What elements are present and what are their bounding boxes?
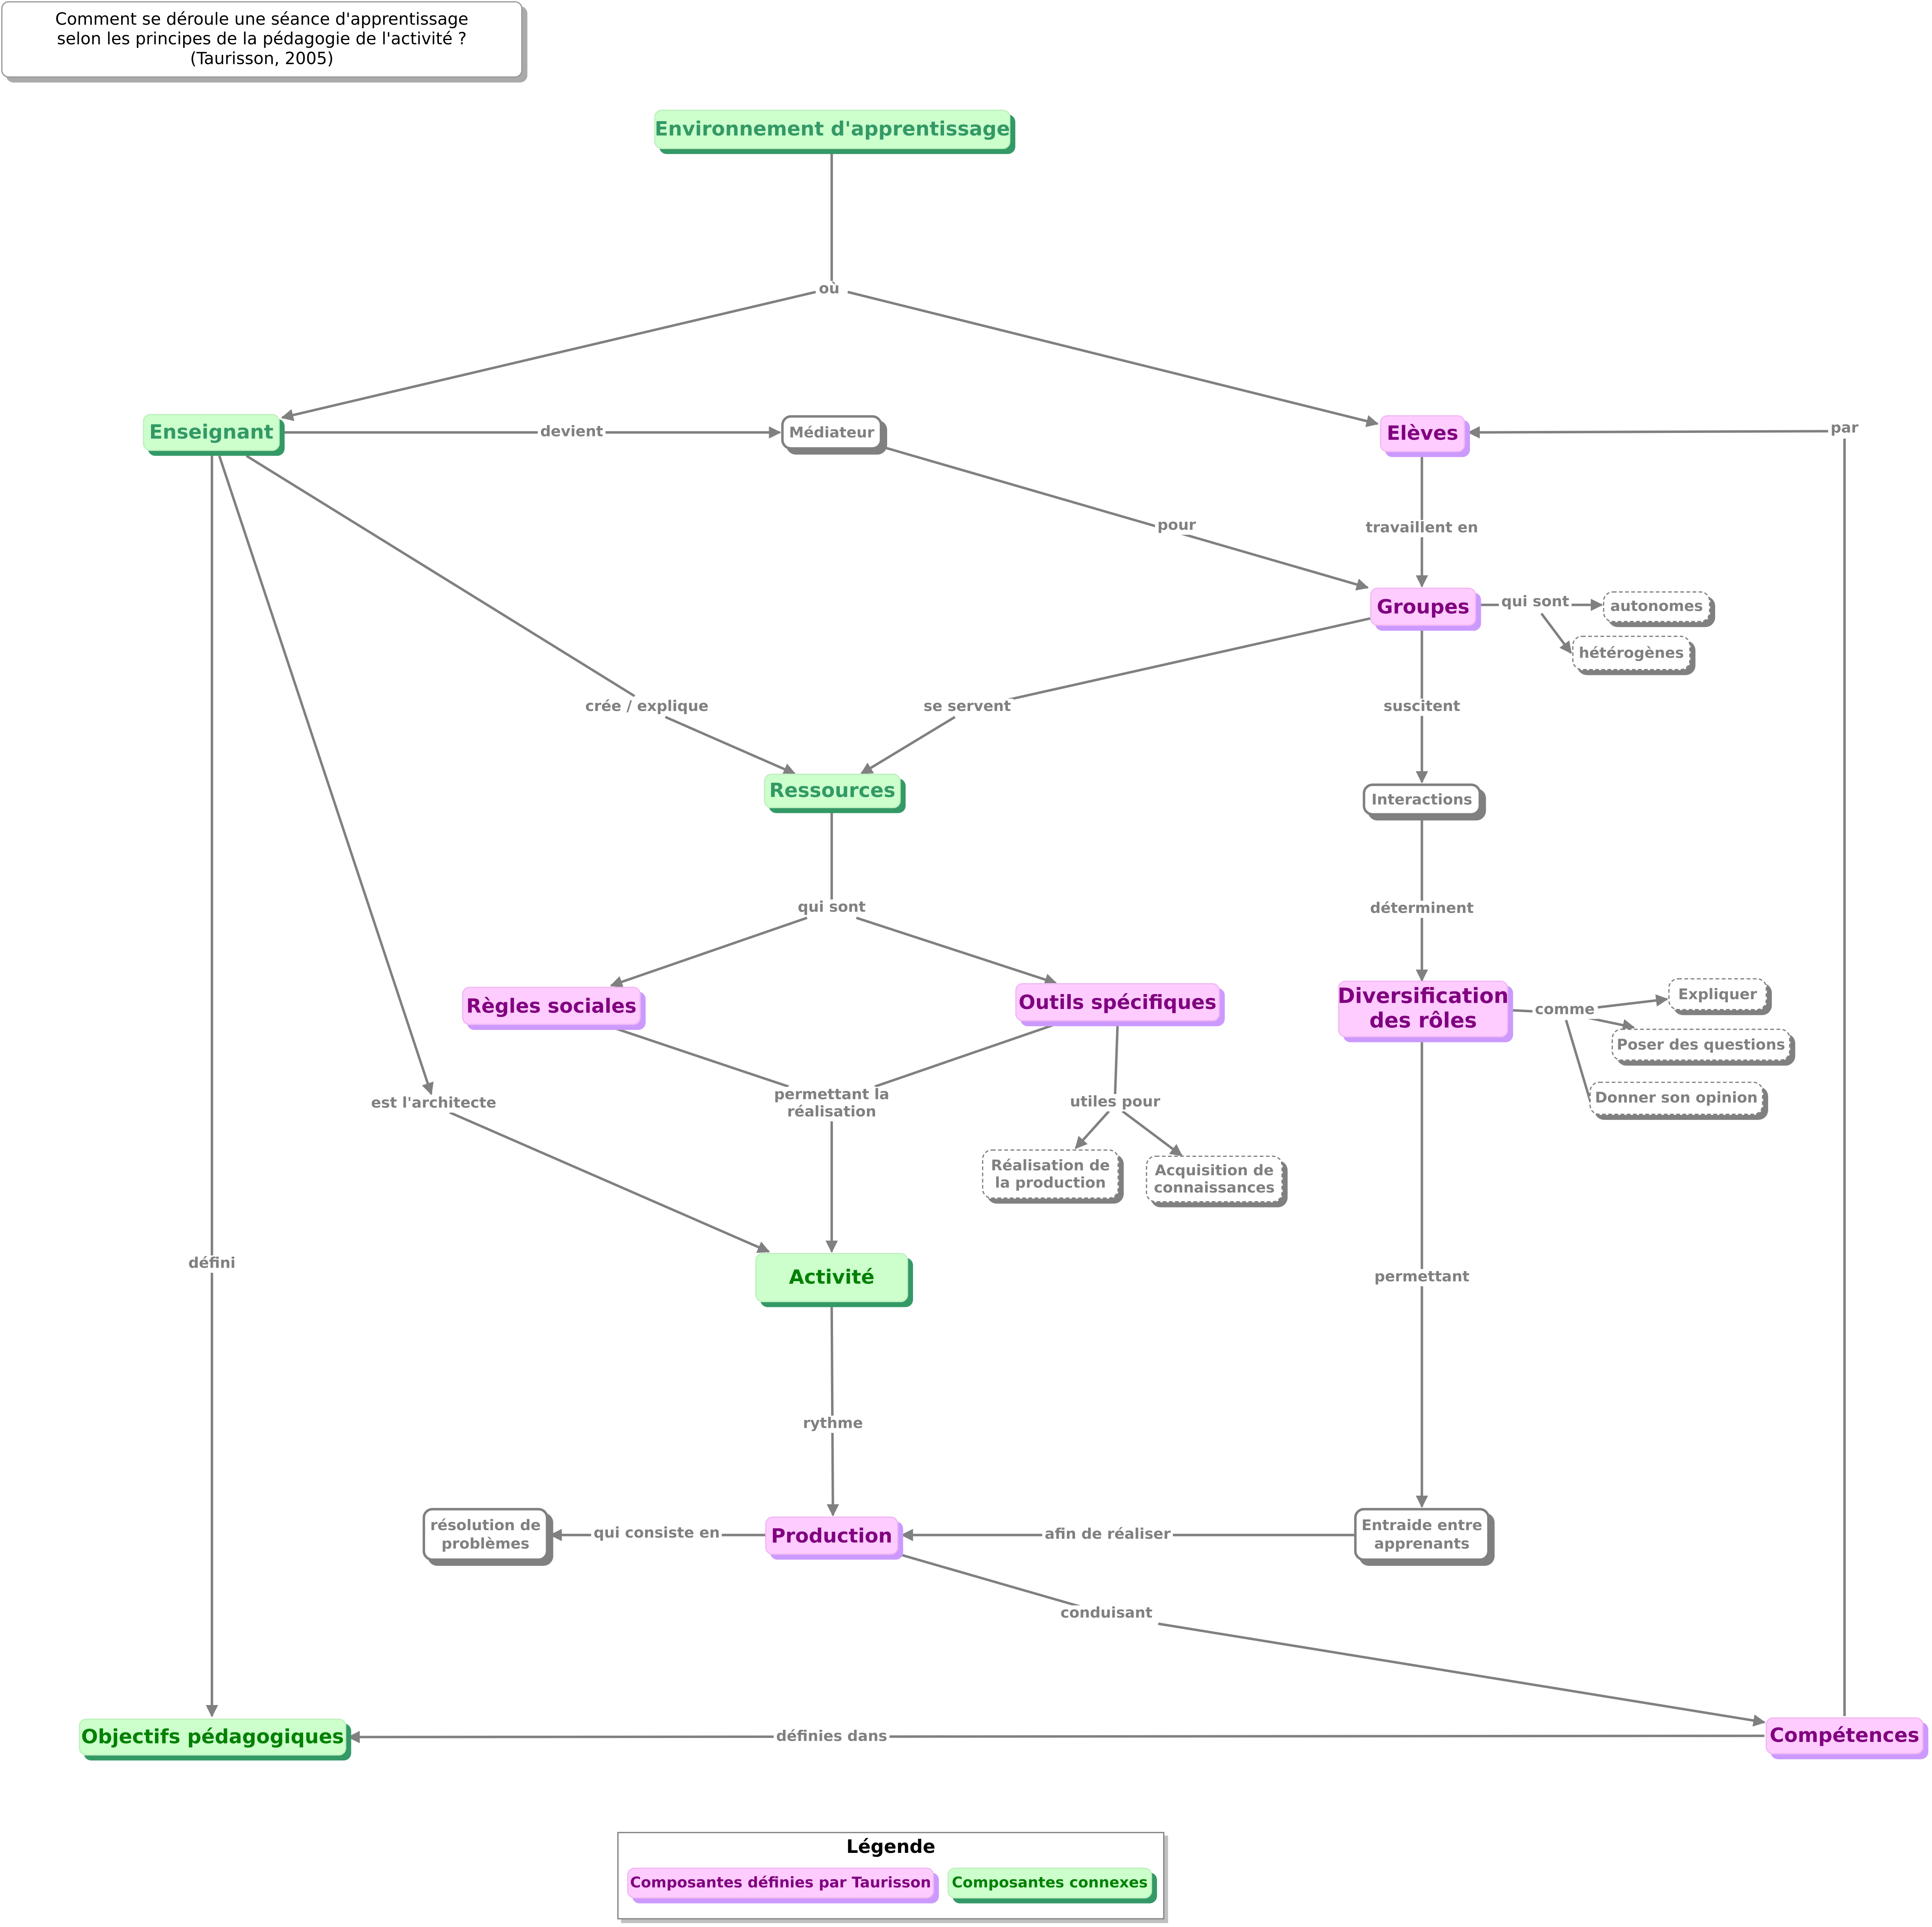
link-conduisant-competences	[1158, 1622, 1766, 1727]
entraide-line-2: apprenants	[1374, 1534, 1470, 1552]
resolution-line-1: résolution de	[430, 1516, 541, 1534]
node-resolution-problemes[interactable]: résolution de problèmes	[422, 1508, 549, 1561]
legend: Légende Composantes définies par Tauriss…	[617, 1832, 1164, 1920]
label-comme: comme	[1532, 1001, 1597, 1019]
node-donner-opinion[interactable]: Donner son opinion	[1589, 1082, 1763, 1115]
label-travaillent: travaillent en	[1363, 519, 1481, 537]
legend-title: Légende	[846, 1835, 935, 1858]
label-determinent: déterminent	[1368, 900, 1476, 918]
link-ou-eleves	[847, 291, 1379, 427]
link-regles-permettant	[615, 1027, 789, 1088]
legend-item-taurisson: Composantes définies par Taurisson	[627, 1867, 934, 1899]
acquisition-line-1: Acquisition de	[1155, 1161, 1274, 1179]
node-enseignant[interactable]: Enseignant	[143, 414, 280, 451]
link-quisont-regles	[610, 916, 808, 988]
label-qui-sont-groupes: qui sont	[1499, 593, 1572, 611]
label-permettant: permettant	[1372, 1268, 1472, 1286]
realisation-line-2: la production	[995, 1174, 1106, 1191]
label-suscitent: suscitent	[1381, 698, 1463, 716]
node-groupes[interactable]: Groupes	[1370, 587, 1476, 626]
resolution-line-2: problèmes	[441, 1534, 529, 1552]
diversification-line-1: Diversification	[1337, 983, 1509, 1009]
title-line-3: (Taurisson, 2005)	[190, 49, 334, 69]
node-interactions[interactable]: Interactions	[1363, 784, 1481, 816]
label-pour: pour	[1155, 516, 1199, 535]
title-line-1: Comment se déroule une séance d'apprenti…	[55, 9, 469, 29]
permettant-real-line-1: permettant la	[774, 1085, 890, 1103]
label-qui-consiste: qui consiste en	[591, 1524, 722, 1542]
diagram-title: Comment se déroule une séance d'apprenti…	[1, 1, 523, 78]
link-groupes-seservent	[1008, 617, 1371, 701]
link-quisont-outils	[856, 916, 1057, 986]
node-outils[interactable]: Outils spécifiques	[1015, 983, 1220, 1022]
link-diversification-comme	[1510, 1009, 1535, 1013]
link-utiles-realisation	[1075, 1110, 1110, 1149]
link-architecte-activite	[449, 1111, 770, 1253]
link-comme-donner	[1565, 1020, 1592, 1103]
node-acquisition-connaissances[interactable]: Acquisition de connaissances	[1146, 1155, 1283, 1203]
node-diversification[interactable]: Diversification des rôles	[1337, 980, 1509, 1038]
link-activite-production	[826, 1307, 839, 1517]
node-objectifs[interactable]: Objectifs pédagogiques	[79, 1718, 346, 1756]
label-devient: devient	[538, 423, 606, 441]
node-mediateur[interactable]: Médiateur	[781, 415, 882, 450]
label-permettant-realisation: permettant la réalisation	[771, 1085, 892, 1121]
label-ou: où	[816, 280, 842, 298]
node-entraide-apprenants[interactable]: Entraide entre apprenants	[1354, 1508, 1490, 1561]
label-afin-de-realiser: afin de réaliser	[1042, 1525, 1173, 1544]
node-environnement[interactable]: Environnement d'apprentissage	[654, 109, 1011, 149]
link-comme-poser	[1586, 1016, 1635, 1031]
label-qui-sont-ressources: qui sont	[795, 898, 868, 917]
label-architecte: est l'architecte	[368, 1094, 499, 1113]
node-activite[interactable]: Activité	[755, 1253, 908, 1302]
link-ou-enseignant	[281, 291, 816, 421]
label-conduisant: conduisant	[1058, 1604, 1155, 1623]
link-comme-expliquer	[1594, 994, 1668, 1009]
link-utiles-acquisition	[1122, 1110, 1183, 1157]
node-heterogenes[interactable]: hétérogènes	[1572, 636, 1691, 671]
realisation-line-1: Réalisation de	[991, 1156, 1110, 1174]
node-autonomes[interactable]: autonomes	[1603, 591, 1710, 622]
link-par-eleves	[1467, 426, 1831, 439]
acquisition-line-2: connaissances	[1154, 1179, 1275, 1196]
title-line-2: selon les principes de la pédagogie de l…	[57, 29, 467, 49]
node-expliquer[interactable]: Expliquer	[1668, 978, 1767, 1011]
link-competences-objectifs	[347, 1731, 1765, 1743]
label-rythme: rythme	[800, 1415, 866, 1433]
link-quisont-heterogenes	[1540, 613, 1572, 654]
link-outils-permettant	[874, 1023, 1054, 1088]
link-production-conduisant	[900, 1553, 1085, 1609]
node-ressources[interactable]: Ressources	[764, 773, 901, 808]
node-poser-questions[interactable]: Poser des questions	[1612, 1029, 1790, 1061]
label-cree-explique: crée / explique	[582, 698, 711, 716]
label-definies-dans: définies dans	[773, 1727, 890, 1746]
label-par: par	[1828, 419, 1861, 437]
node-regles[interactable]: Règles sociales	[462, 987, 641, 1025]
label-defini: défini	[186, 1254, 238, 1273]
link-cree-ressources	[665, 716, 796, 775]
label-utiles-pour: utiles pour	[1067, 1093, 1163, 1111]
link-enseignant-cree	[246, 454, 635, 697]
link-outils-utiles	[1114, 1025, 1119, 1094]
node-realisation-production[interactable]: Réalisation de la production	[982, 1149, 1119, 1199]
diversification-line-2: des rôles	[1369, 1009, 1477, 1034]
node-competences[interactable]: Compétences	[1765, 1717, 1924, 1754]
node-eleves[interactable]: Elèves	[1380, 415, 1465, 452]
link-seservent-ressources	[860, 716, 956, 775]
entraide-line-1: Entraide entre	[1361, 1516, 1483, 1534]
node-production[interactable]: Production	[765, 1516, 899, 1555]
link-mediateur-groupes	[883, 446, 1369, 591]
permettant-real-line-2: réalisation	[787, 1102, 877, 1120]
link-enseignant-architecte	[218, 455, 434, 1095]
legend-item-connexes: Composantes connexes	[947, 1867, 1152, 1899]
label-se-servent: se servent	[921, 698, 1013, 716]
